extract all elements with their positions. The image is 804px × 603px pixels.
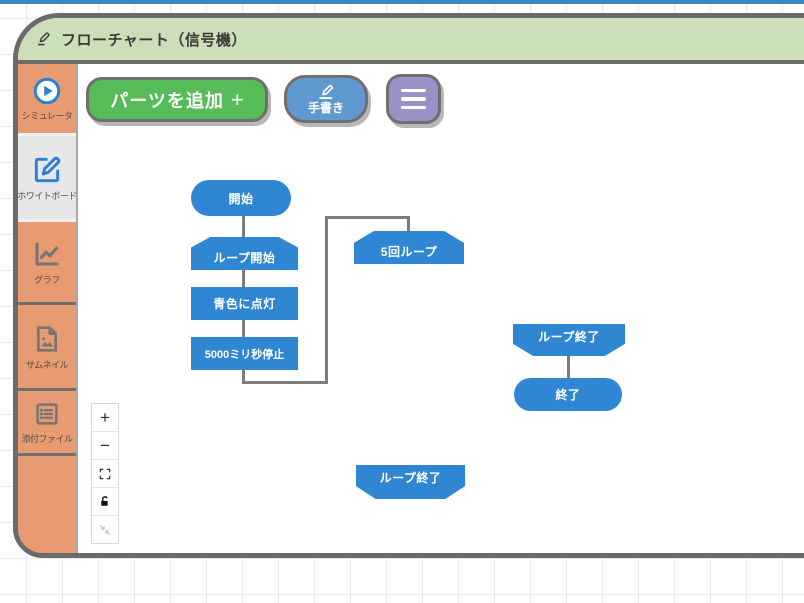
node-loop-end-bottom[interactable]: ループ終了: [356, 465, 465, 499]
sidebar-item-thumbnail[interactable]: サムネイル: [18, 305, 76, 391]
edit-title-pencil-icon[interactable]: [34, 30, 52, 48]
node-loop-5-times[interactable]: 5回ループ: [354, 231, 464, 264]
edit-square-icon: [34, 156, 61, 182]
sidebar-item-label: 添付ファイル: [21, 434, 73, 444]
fit-screen-icon: [99, 468, 111, 479]
plus-icon: +: [230, 86, 244, 112]
connector: [242, 381, 328, 384]
whiteboard-canvas[interactable]: パーツを追加 + 手書き: [78, 64, 804, 553]
sidebar-item-attachments[interactable]: 添付ファイル: [18, 391, 76, 456]
connector: [567, 356, 570, 378]
unlock-icon: [101, 495, 108, 506]
handwriting-label: 手書き: [307, 101, 344, 115]
connector: [325, 216, 328, 384]
app-body: シミュレータ ホワイトボード グラフ: [18, 64, 804, 553]
sidebar-item-label: グラフ: [34, 275, 60, 285]
node-loop-start[interactable]: ループ開始: [191, 237, 298, 270]
page-title: フローチャート（信号機）: [61, 31, 247, 49]
handwriting-button[interactable]: 手書き: [284, 75, 368, 123]
connector: [242, 370, 245, 383]
app-frame: フローチャート（信号機） シミュレータ ホワイトボード: [13, 13, 804, 558]
connector: [407, 216, 410, 235]
play-circle-icon: [33, 77, 61, 104]
sidebar-item-simulator[interactable]: シミュレータ: [18, 64, 76, 136]
line-chart-icon: [35, 242, 59, 266]
add-parts-label: パーツを追加: [110, 90, 224, 111]
node-start[interactable]: 開始: [191, 180, 291, 216]
zoom-controls: + −: [91, 403, 119, 544]
node-wait-5000ms[interactable]: 5000ミリ秒停止: [191, 337, 298, 370]
collapse-icon: [100, 524, 110, 535]
connector: [242, 270, 245, 288]
image-file-icon: [37, 325, 57, 352]
pencil-icon: [319, 84, 333, 99]
add-parts-button[interactable]: パーツを追加 +: [86, 77, 268, 122]
sidebar-item-graph[interactable]: グラフ: [18, 222, 76, 305]
node-end[interactable]: 終了: [514, 378, 622, 411]
sidebar-filler: [18, 456, 76, 553]
fit-screen-button[interactable]: [92, 460, 118, 488]
menu-button[interactable]: [386, 74, 441, 124]
sidebar: シミュレータ ホワイトボード グラフ: [18, 64, 78, 553]
node-turn-on-blue[interactable]: 青色に点灯: [191, 287, 298, 320]
sidebar-item-label: ホワイトボード: [17, 190, 77, 201]
list-box-icon: [36, 403, 58, 425]
sidebar-item-label: サムネイル: [25, 359, 69, 370]
zoom-out-button[interactable]: −: [92, 432, 118, 460]
connector: [242, 320, 245, 338]
title-bar: フローチャート（信号機）: [18, 18, 804, 64]
connector: [325, 216, 410, 219]
connector: [242, 216, 245, 238]
sidebar-item-label: シミュレータ: [21, 110, 73, 121]
node-loop-end-right[interactable]: ループ終了: [513, 324, 625, 356]
hamburger-icon: [401, 88, 426, 93]
zoom-in-button[interactable]: +: [92, 404, 118, 432]
sidebar-item-whiteboard[interactable]: ホワイトボード: [17, 136, 77, 222]
browser-top-strip: [0, 0, 804, 4]
collapse-button[interactable]: [92, 516, 118, 543]
lock-button[interactable]: [92, 488, 118, 516]
